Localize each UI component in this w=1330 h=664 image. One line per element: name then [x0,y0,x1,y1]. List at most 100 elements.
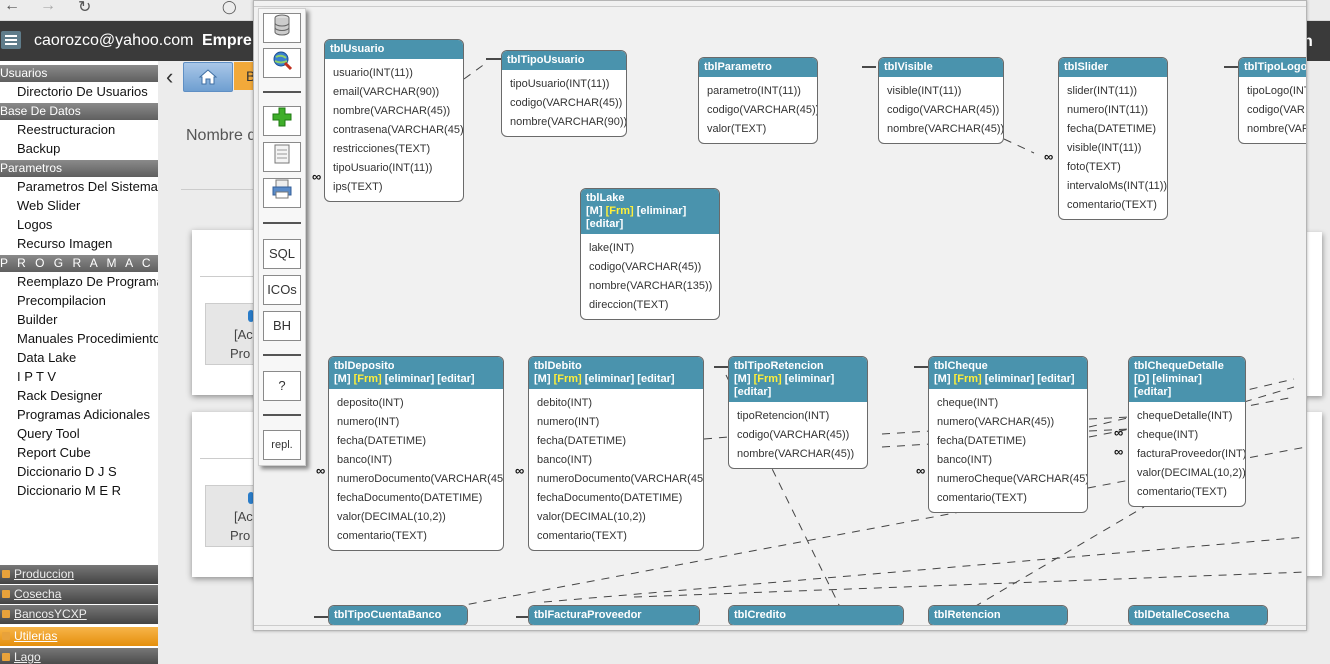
er-table-tblDebito[interactable]: tblDebito[M] [Frm] [eliminar] [editar]de… [528,356,704,551]
add-button[interactable] [263,106,301,136]
er-table-tblFacturaProveedor[interactable]: tblFacturaProveedor [528,605,700,626]
er-table-tblChequeDetalle[interactable]: tblChequeDetalle[D] [eliminar] [editar]c… [1128,356,1246,507]
delete-edit-links[interactable]: [eliminar] [editar] [384,373,475,385]
er-table-header[interactable]: tblVisible [879,58,1003,77]
sidebar-item[interactable]: Manuales Procedimiento [17,331,158,346]
reload-icon[interactable]: ↻ [78,0,92,16]
forward-arrow-icon[interactable]: → [40,0,56,14]
er-table-header[interactable]: tblTipoRetencion[M] [Frm] [eliminar] [ed… [729,357,867,402]
er-table-header[interactable]: tblDeposito[M] [Frm] [eliminar] [editar] [329,357,503,389]
er-table-header[interactable]: tblDebito[M] [Frm] [eliminar] [editar] [529,357,703,389]
back-arrow-icon[interactable]: ← [4,0,20,14]
er-table-header[interactable]: tblLake[M] [Frm] [eliminar] [editar] [581,189,719,234]
form-link[interactable]: [Frm] [605,205,634,217]
form-link[interactable]: [Frm] [353,373,382,385]
sidebar-item[interactable]: Rack Designer [17,388,103,403]
home-button[interactable] [183,62,233,92]
document-button[interactable] [263,142,301,172]
tab-fragment[interactable]: B [234,62,256,90]
mode-link[interactable]: [M] [534,373,551,385]
sidebar-item[interactable]: Logos [17,217,53,232]
mode-link[interactable]: [D] [1134,373,1150,385]
form-link[interactable]: [Frm] [753,373,782,385]
sidebar-item[interactable]: Programas Adicionales [17,407,150,422]
sidebar-item[interactable]: Backup [17,141,61,156]
project-card[interactable]: [Ac Pro [192,230,263,395]
er-table-header[interactable]: tblCheque[M] [Frm] [eliminar] [editar] [929,357,1087,389]
sidebar-item[interactable]: Directorio De Usuarios [17,84,148,99]
sidebar-item[interactable]: Builder [17,312,58,327]
print-button[interactable] [263,178,301,208]
er-table-tblDetalleCosecha[interactable]: tblDetalleCosecha [1128,605,1268,626]
sidebar-section-header[interactable]: Parametros [0,160,158,177]
sidebar-module-link[interactable]: Produccion [0,565,158,584]
er-table-tblCredito[interactable]: tblCredito [728,605,904,626]
er-table-tblTipoCuentaBanco[interactable]: tblTipoCuentaBanco [328,605,468,626]
delete-edit-links[interactable]: [eliminar] [editar] [586,205,687,230]
sidebar-module-link[interactable]: Utilerias [0,627,158,646]
delete-edit-links[interactable]: [eliminar] [editar] [734,373,835,398]
er-table-header[interactable]: tblTipoCuentaBanco [329,606,467,625]
sidebar-module-link[interactable]: Lago [0,648,158,664]
database-button[interactable] [263,13,301,43]
sidebar-item[interactable]: Recurso Imagen [17,236,113,251]
sidebar-item[interactable]: I P T V [17,369,57,384]
sidebar-item[interactable]: Diccionario M E R [17,483,122,498]
er-table-header[interactable]: tblSlider [1059,58,1167,77]
mode-link[interactable]: [M] [586,205,603,217]
er-table-header[interactable]: tblRetencion [929,606,1067,625]
er-table-header[interactable]: tblCredito [729,606,903,625]
er-table-header[interactable]: tblDetalleCosecha [1129,606,1267,625]
er-table-header[interactable]: tblTipoLogo [1239,58,1306,77]
sidebar-item[interactable]: Report Cube [17,445,91,460]
sidebar-section-header[interactable]: Base De Datos [0,103,158,120]
sidebar-item[interactable]: Web Slider [17,198,81,213]
card-line-1: [Ac [234,509,253,524]
chevron-left-icon[interactable]: ‹ [166,64,174,89]
er-table-header[interactable]: tblTipoUsuario [502,51,626,70]
er-table-header[interactable]: tblFacturaProveedor [529,606,699,625]
bh-button[interactable]: BH [263,311,301,341]
sql-button[interactable]: SQL [263,239,301,269]
sidebar-item[interactable]: Parametros Del Sistema [17,179,158,194]
help-button[interactable]: ? [263,371,301,401]
sidebar-section-header[interactable]: P R O G R A M A C I O N [0,255,158,272]
sidebar-item[interactable]: Diccionario D J S [17,464,117,479]
er-table-header[interactable]: tblParametro [699,58,817,77]
sidebar-item[interactable]: Data Lake [17,350,77,365]
form-link[interactable]: [Frm] [953,373,982,385]
er-table-tblTipoRetencion[interactable]: tblTipoRetencion[M] [Frm] [eliminar] [ed… [728,356,868,469]
menu-icon[interactable] [1,31,21,49]
repl-button[interactable]: repl. [263,430,301,460]
icos-button[interactable]: ICOs [263,275,301,305]
globe-search-button[interactable] [263,48,301,78]
delete-edit-links[interactable]: [eliminar] [editar] [984,373,1075,385]
project-card[interactable]: [Ac Pro [192,412,263,577]
er-table-tblLake[interactable]: tblLake[M] [Frm] [eliminar] [editar]lake… [580,188,720,320]
sidebar-item[interactable]: Reemplazo De Programa [17,274,158,289]
sidebar-section-header[interactable]: Usuarios [0,65,158,82]
mode-link[interactable]: [M] [334,373,351,385]
sidebar-module-link[interactable]: Cosecha [0,585,158,604]
mode-link[interactable]: [M] [934,373,951,385]
form-link[interactable]: [Frm] [553,373,582,385]
mode-link[interactable]: [M] [734,373,751,385]
er-table-name: tblCredito [734,609,786,621]
delete-edit-links[interactable]: [eliminar] [editar] [1134,373,1202,398]
er-table-tblCheque[interactable]: tblCheque[M] [Frm] [eliminar] [editar]ch… [928,356,1088,513]
er-table-header[interactable]: tblChequeDetalle[D] [eliminar] [editar] [1129,357,1245,402]
er-table-header[interactable]: tblUsuario [325,40,463,59]
delete-edit-links[interactable]: [eliminar] [editar] [584,373,675,385]
sidebar-module-link[interactable]: BancosYCXP [0,605,158,624]
sidebar-item[interactable]: Precompilacion [17,293,106,308]
er-table-tblRetencion[interactable]: tblRetencion [928,605,1068,626]
sidebar-item[interactable]: Reestructuracion [17,122,116,137]
sidebar-item[interactable]: Query Tool [17,426,80,441]
er-table-tblDeposito[interactable]: tblDeposito[M] [Frm] [eliminar] [editar]… [328,356,504,551]
